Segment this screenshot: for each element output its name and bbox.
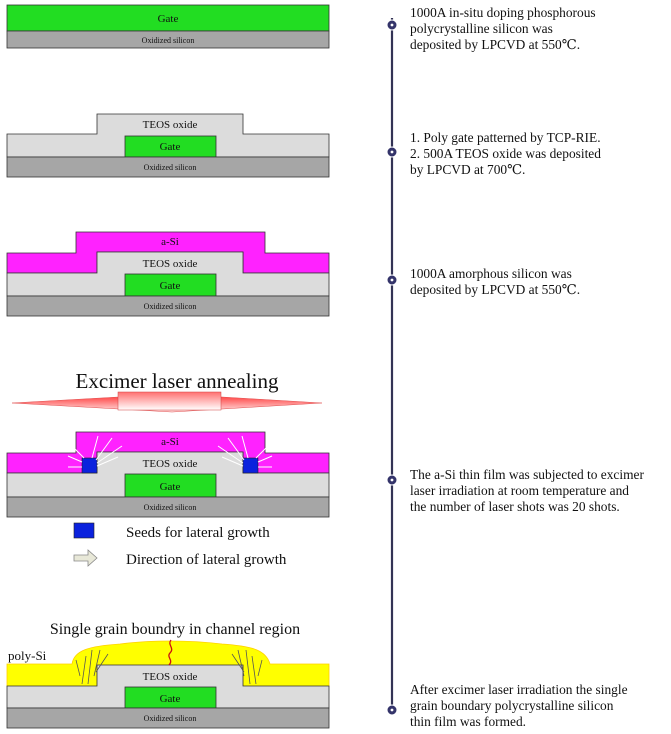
- teos-label: TEOS oxide: [143, 458, 198, 470]
- gate-layer: [6, 4, 330, 32]
- grain-title: Single grain boundry in channel region: [50, 621, 300, 638]
- step4-description: The a-Si thin film was subjected to exci…: [410, 467, 644, 514]
- seed-right: [242, 457, 259, 474]
- seed-legend-swatch: [73, 522, 95, 539]
- growth-rays-left: [67, 435, 123, 468]
- step5-cross-section: poly-Si TEOS oxide Gate Oxidized silicon: [6, 639, 330, 729]
- excimer-title: Excimer laser annealing: [76, 369, 279, 393]
- grain-lines-left: [75, 649, 109, 685]
- step4-cross-section: a-Si TEOS oxide Gate Oxidized silicon: [6, 431, 330, 518]
- step2-description: 1. Poly gate patterned by TCP-RIE. 2. 50…: [410, 130, 601, 177]
- gate-label: Gate: [160, 481, 181, 493]
- arrow-icon: [73, 549, 98, 567]
- timeline-node-5: [386, 704, 398, 716]
- substrate-layer: [6, 156, 330, 178]
- substrate-layer: [6, 30, 330, 49]
- substrate-label: Oxidized silicon: [144, 714, 197, 723]
- legend: Seeds for lateral growth Direction of la…: [73, 522, 287, 568]
- teos-label: TEOS oxide: [143, 119, 198, 131]
- step3-cross-section: a-Si TEOS oxide Gate Oxidized silicon: [6, 231, 330, 317]
- gate-label: Gate: [160, 280, 181, 292]
- substrate-label: Oxidized silicon: [144, 302, 197, 311]
- substrate-layer: [6, 295, 330, 317]
- step3-description: 1000A amorphous silicon was deposited by…: [410, 266, 581, 297]
- direction-legend-label: Direction of lateral growth: [126, 552, 287, 568]
- grain-boundary: [168, 639, 173, 666]
- timeline-node-4: [386, 474, 398, 486]
- substrate-layer: [6, 496, 330, 518]
- timeline-node-2: [386, 146, 398, 158]
- a-si-label: a-Si: [161, 436, 179, 448]
- step2-cross-section: TEOS oxide Gate Oxidized silicon: [6, 113, 330, 178]
- step1-description: 1000A in-situ doping phosphorous polycry…: [410, 5, 596, 52]
- substrate-layer: [6, 707, 330, 729]
- step5-description: After excimer laser irradiation the sing…: [410, 682, 628, 729]
- teos-label: TEOS oxide: [143, 258, 198, 270]
- poly-si-layer: [6, 640, 330, 687]
- gate-label: Gate: [158, 13, 179, 25]
- grain-lines-right: [231, 649, 263, 685]
- growth-rays-right: [217, 435, 273, 468]
- substrate-label: Oxidized silicon: [142, 36, 195, 45]
- gate-label: Gate: [160, 693, 181, 705]
- timeline-node-3: [386, 274, 398, 286]
- seeds-legend-label: Seeds for lateral growth: [126, 525, 270, 541]
- poly-si-label: poly-Si: [8, 648, 47, 663]
- gate-label: Gate: [160, 141, 181, 153]
- timeline: [386, 18, 398, 716]
- seed-left: [81, 457, 98, 474]
- step1-cross-section: Gate Oxidized silicon: [6, 4, 330, 49]
- teos-label: TEOS oxide: [143, 671, 198, 683]
- substrate-label: Oxidized silicon: [144, 163, 197, 172]
- laser-beam: [11, 391, 323, 413]
- a-si-label: a-Si: [161, 236, 179, 248]
- timeline-node-1: [386, 19, 398, 31]
- substrate-label: Oxidized silicon: [144, 503, 197, 512]
